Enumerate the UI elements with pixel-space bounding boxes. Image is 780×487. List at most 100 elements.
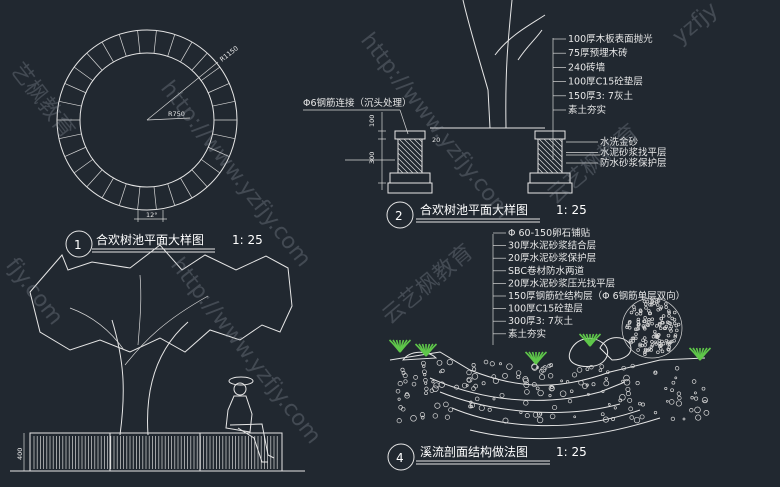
shrub-leaf <box>636 326 641 331</box>
ring-segment-line <box>208 146 230 157</box>
shrub-leaf <box>649 348 653 352</box>
gravel-stone <box>433 382 440 389</box>
gravel-stone <box>523 400 529 406</box>
shrub-leaf <box>645 299 650 304</box>
shrub-leaf <box>673 333 678 337</box>
watermark-fragment-1: 艺枫教育 <box>5 58 79 143</box>
gravel-stone <box>396 418 402 424</box>
shrub-leaf <box>644 339 648 344</box>
gravel-stone <box>424 391 428 396</box>
gravel-stone <box>502 373 508 379</box>
shrub-leaf <box>650 340 654 344</box>
hatch-line <box>558 138 563 143</box>
gravel-stone <box>402 373 408 379</box>
ring-segment-line <box>212 133 236 140</box>
shrub-leaf <box>655 303 660 307</box>
shrub-leaf <box>629 340 633 345</box>
gravel-stone <box>400 367 405 372</box>
surface-layer-label: 防水砂浆保护层 <box>600 157 667 169</box>
shrub-leaf <box>672 321 677 326</box>
shrub-leaf <box>659 305 664 309</box>
gravel-stone <box>591 382 596 387</box>
shrub-leaf <box>668 327 672 331</box>
stream-bed-top <box>389 351 706 386</box>
hatch-line <box>537 157 554 174</box>
gravel-stone <box>515 370 522 376</box>
shrub-leaf <box>639 309 643 314</box>
shrub-leaf <box>630 336 635 341</box>
gravel-stone <box>506 363 513 370</box>
drawing-2-tree-pit-section: 100 300 20 Φ6钢筋连接（沉头处理） 100厚木板表面抛光75厚预埋木… <box>303 0 667 229</box>
gravel-stone <box>466 369 472 376</box>
gravel-stone <box>625 386 631 392</box>
gravel-stone <box>585 383 589 387</box>
hatch-line <box>553 138 563 148</box>
shrub-leaf <box>636 317 641 322</box>
gravel-stone <box>424 381 428 385</box>
grass-tufts <box>388 333 712 365</box>
gravel-stone <box>690 396 694 400</box>
gravel-stone <box>491 374 497 379</box>
shrub-leaf <box>673 335 677 339</box>
shrub-leaf <box>644 348 648 353</box>
ring-segment-line <box>191 169 208 188</box>
tree-branch-2 <box>517 29 543 61</box>
gravel-stone <box>674 366 680 371</box>
gravel-stone <box>665 399 669 403</box>
gravel-stone <box>552 404 558 411</box>
gravel-stone <box>536 416 544 424</box>
shrub-leaf <box>672 338 676 343</box>
ring-segment-line <box>101 177 114 199</box>
gravel-stone <box>403 379 408 384</box>
shrub-leaf <box>655 299 659 304</box>
shrub-leaf <box>636 322 641 327</box>
gravel-stone <box>653 370 658 375</box>
watermark-brand-2: 云艺枫教育 <box>378 240 478 330</box>
shrub-leaf <box>669 329 673 333</box>
shrub-leaf <box>643 302 648 306</box>
shrub-leaf <box>634 332 638 337</box>
shrub-leaf <box>647 311 652 316</box>
ring-segment-line <box>180 41 193 63</box>
shrub-leaf <box>641 324 646 328</box>
gravel-stone <box>523 382 530 388</box>
sitting-figure <box>225 376 275 463</box>
gravel-stone <box>547 363 552 368</box>
gravel-stone <box>585 367 590 371</box>
surface-layer-label: 水洗金砂 <box>600 136 639 148</box>
shrub-leaf <box>632 307 637 312</box>
shrub-leaf <box>676 322 681 327</box>
right-lime-soil <box>527 182 573 194</box>
gravel-stone <box>599 364 605 369</box>
shrub-leaf <box>625 325 629 329</box>
shrub-leaf <box>650 317 655 322</box>
shrub-leaf <box>638 311 643 316</box>
shrub-leaf <box>667 310 671 315</box>
hatch-line <box>548 138 563 153</box>
gravel-stone <box>423 372 427 377</box>
stream-layer-label: 20厚水泥砂浆压光找平层 <box>508 277 615 289</box>
shrub-leaf <box>675 328 679 333</box>
gravel-stone <box>539 374 546 381</box>
drawing-1-title: 合欢树池平面大样图 <box>96 232 204 247</box>
gravel-stone <box>606 370 610 374</box>
hatch-line <box>413 138 423 148</box>
hatch-line <box>397 152 419 174</box>
shrub-leaf <box>667 309 671 313</box>
gravel-stone <box>547 373 554 379</box>
ring-segment-line <box>118 183 127 206</box>
hatch-line <box>397 162 409 174</box>
drawing-4-title: 溪流剖面结构做法图 <box>420 444 528 459</box>
drawing-2-scale: 1: 25 <box>556 203 587 217</box>
gravel-stone <box>671 380 676 385</box>
gravel-stone <box>578 380 584 386</box>
shrub-leaf <box>660 349 665 354</box>
drawing-1-number: 1 <box>74 238 82 252</box>
ring-segment-line <box>200 66 221 81</box>
gravel-stone <box>703 399 707 404</box>
hatch-line <box>537 167 544 174</box>
shrub-leaf <box>628 320 632 324</box>
shrub-leaf <box>643 352 647 357</box>
